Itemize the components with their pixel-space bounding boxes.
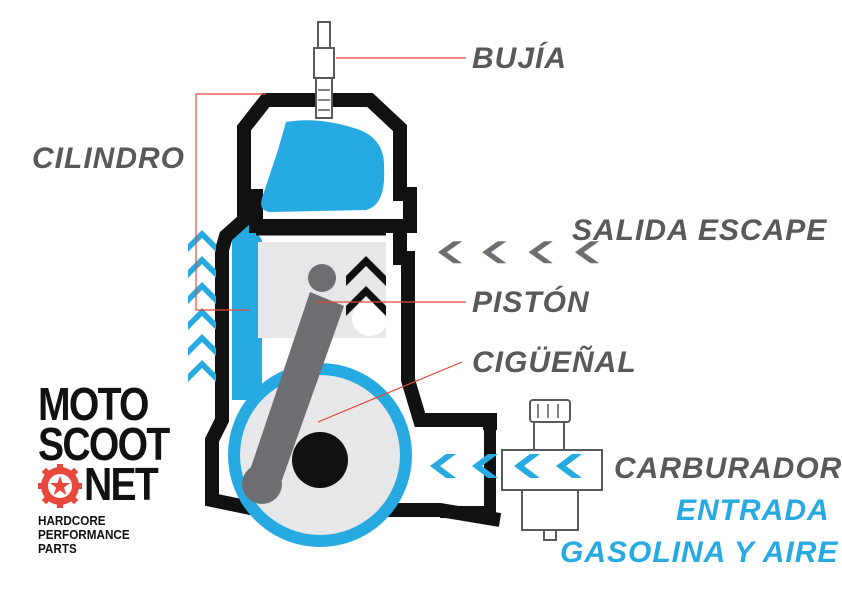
wrist-pin — [308, 264, 336, 292]
gear-star-icon — [38, 464, 82, 508]
logo-line-moto: MOTO — [38, 378, 149, 430]
carburetor — [501, 399, 603, 541]
crank-hub — [292, 432, 348, 488]
intake-flow-arrows — [430, 454, 582, 478]
piston-label: PISTÓN — [472, 286, 590, 319]
logo-tagline-parts: PARTS — [38, 541, 77, 556]
exhaust-flow-arrows — [438, 241, 600, 264]
logo-line-scoot: SCOOT — [38, 418, 170, 470]
leader-lines — [195, 57, 466, 423]
fuel-air-label: GASOLINA Y AIRE — [560, 536, 839, 569]
carburetor-label: CARBURADOR — [614, 452, 842, 485]
logo-line-net: NET — [84, 458, 159, 510]
logo-tagline-hardcore: HARDCORE — [38, 513, 106, 528]
cylinder-head-outline — [237, 93, 417, 233]
crankshaft-label: CIGÜEÑAL — [472, 346, 637, 379]
connecting-rod — [250, 292, 344, 480]
logo-tagline-performance: PERFORMANCE — [38, 527, 130, 542]
piston-up-arrows — [346, 256, 386, 316]
spark-plug — [313, 21, 335, 119]
motoscootnet-logo: MOTO SCOOT NET HARDCORE PERFORMANCE PART… — [38, 378, 170, 572]
intake-port-outline — [420, 414, 496, 518]
transfer-flow-arrows — [188, 230, 216, 382]
exhaust-outlet-label: SALIDA ESCAPE — [572, 214, 828, 247]
spark-plug-label: BUJÍA — [472, 42, 568, 75]
cylinder-label: CILINDRO — [32, 142, 185, 175]
combustion-chamber — [261, 120, 385, 212]
intake-label: ENTRADA — [676, 494, 830, 527]
